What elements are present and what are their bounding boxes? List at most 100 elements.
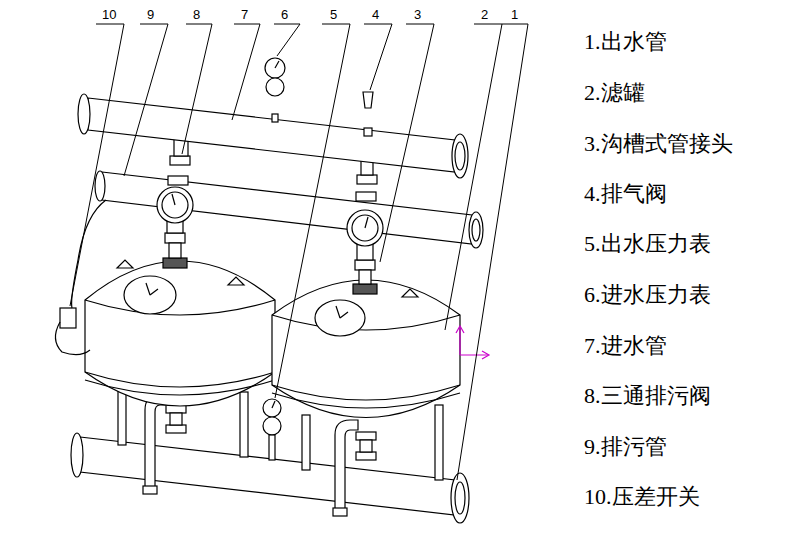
pipe-flange	[95, 171, 105, 201]
three-way-valve	[352, 215, 378, 241]
gauge-stem	[272, 114, 278, 122]
groove-coupling	[357, 175, 377, 184]
pipe-flange	[451, 473, 469, 523]
gauge-stem	[269, 435, 275, 460]
leader-lines	[70, 24, 528, 480]
leader-line	[232, 24, 260, 120]
pipe-flange	[452, 134, 468, 178]
groove-coupling	[356, 452, 376, 460]
callout-number: 2	[481, 8, 488, 21]
switch-wire	[72, 200, 106, 308]
groove-coupling	[163, 258, 187, 268]
filter-tank	[272, 280, 460, 418]
three-way-valve	[162, 192, 188, 218]
pipe-flange	[71, 433, 83, 477]
axis-marker	[460, 328, 488, 355]
tank-leg	[118, 390, 126, 445]
tank-leg	[240, 392, 248, 457]
groove-coupling	[170, 156, 190, 165]
outlet-pressure-gauge	[263, 399, 281, 417]
pipe-flange	[455, 142, 465, 170]
inlet-pressure-gauge	[266, 78, 284, 96]
manhole-cover	[124, 276, 176, 314]
tank-seam	[272, 393, 460, 408]
drain-elbow	[335, 420, 358, 512]
callout-number: 9	[147, 8, 154, 21]
cover-handle	[336, 306, 348, 318]
groove-coupling	[356, 432, 376, 440]
leader-line	[457, 24, 528, 480]
tank-leg	[302, 415, 310, 470]
pipe-flange	[469, 212, 483, 248]
inlet-pressure-gauge	[265, 58, 285, 78]
three-way-valve	[347, 210, 383, 246]
groove-coupling	[356, 192, 376, 201]
cover-handle	[146, 283, 158, 295]
valve-mark	[365, 217, 368, 228]
groove-coupling	[165, 233, 185, 243]
outlet-pressure-gauge	[263, 417, 281, 435]
drain-pipe	[102, 172, 472, 244]
tank-seam	[272, 385, 460, 400]
pipe-flange	[78, 94, 90, 134]
lifting-lug	[228, 277, 244, 285]
tank-seam	[272, 315, 460, 330]
pipe-stub	[360, 440, 372, 452]
pipe-flange	[472, 219, 480, 241]
leader-line	[445, 24, 502, 330]
gauge-needle	[272, 401, 275, 408]
leader-line	[182, 24, 212, 154]
pipe-flange	[455, 482, 465, 514]
outlet-pipe	[80, 437, 455, 515]
valve-stem	[364, 128, 372, 136]
groove-coupling	[353, 284, 377, 294]
pipe-end	[143, 486, 157, 494]
pipe-stub	[170, 413, 182, 425]
leader-line	[274, 24, 300, 56]
part-list-item: 9.排污管	[584, 436, 667, 458]
part-list-item: 6.进水压力表	[584, 284, 711, 306]
switch-wire	[55, 322, 90, 355]
groove-coupling	[355, 260, 375, 270]
callout-number: 6	[281, 8, 288, 21]
callout-number: 8	[193, 8, 200, 21]
tank-seam	[85, 300, 275, 315]
leader-line	[364, 24, 392, 90]
part-list-item: 8.三通排污阀	[584, 385, 711, 407]
callout-number: 10	[102, 8, 116, 21]
leader-line	[70, 24, 124, 306]
drain-elbow	[145, 395, 168, 490]
callout-number: 3	[414, 8, 421, 21]
lifting-lug	[402, 289, 418, 297]
part-list-item: 3.沟槽式管接头	[584, 133, 733, 155]
part-list-item: 4.排气阀	[584, 183, 667, 205]
manhole-cover	[315, 300, 365, 336]
callout-number: 5	[330, 8, 337, 21]
tank-leg	[435, 405, 443, 480]
tank-seam	[85, 372, 275, 387]
part-list-item: 5.出水压力表	[584, 233, 711, 255]
part-list-item: 1.出水管	[584, 31, 667, 53]
part-list-item: 7.进水管	[584, 335, 667, 357]
valve-mark	[172, 194, 175, 205]
part-list-item: 2.滤罐	[584, 82, 645, 104]
axis-marker	[456, 326, 489, 359]
lifting-lug	[117, 260, 133, 268]
leader-line	[380, 24, 434, 262]
pressure-switch	[60, 308, 76, 328]
tank-seam	[85, 380, 275, 395]
pipe-stub	[169, 243, 181, 258]
callout-number: 4	[372, 8, 379, 21]
groove-coupling	[168, 176, 188, 185]
pipe-end	[333, 508, 347, 516]
groove-coupling	[166, 425, 186, 433]
three-way-valve	[157, 187, 193, 223]
gauge-needle	[275, 61, 279, 68]
air-valve	[363, 92, 373, 108]
part-list-item: 10.压差开关	[584, 486, 700, 508]
leader-line	[124, 24, 168, 176]
filter-tank	[85, 261, 275, 406]
pipe-stub	[359, 270, 371, 284]
leader-line	[275, 24, 350, 398]
